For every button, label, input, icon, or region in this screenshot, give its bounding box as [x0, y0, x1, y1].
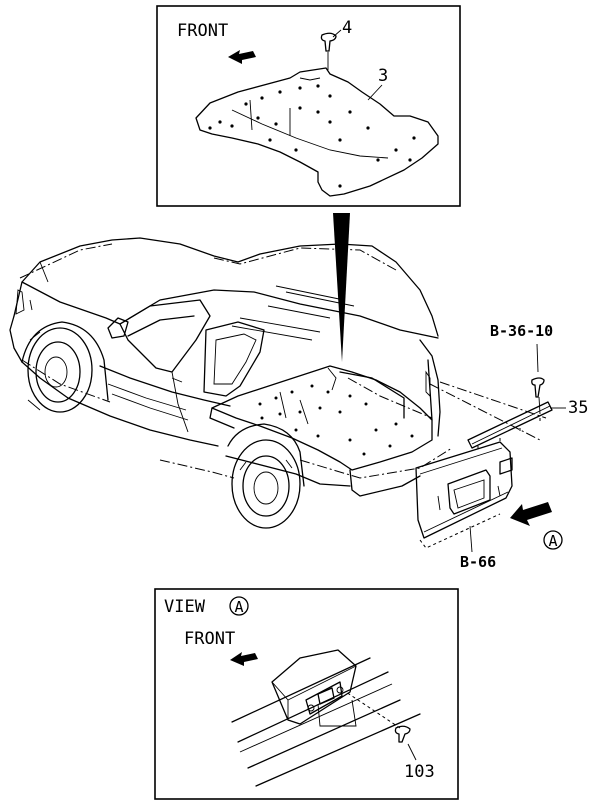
- view-label-marker: A: [234, 598, 243, 616]
- top-front-label: FRONT: [177, 21, 228, 41]
- top-inset: FRONT 4 3: [156, 5, 461, 207]
- floor-mat-part-3: [195, 67, 439, 197]
- callout-35: 35: [568, 398, 588, 418]
- callout-103: 103: [404, 762, 435, 782]
- lamp-housing: [271, 649, 357, 727]
- view-a-marker-circle: [543, 530, 563, 550]
- view-a-arrow-icon: [510, 502, 552, 526]
- top-front-arrow-icon: [228, 50, 256, 64]
- callout-3: 3: [378, 66, 388, 86]
- callout-B-36-10: B-36-10: [490, 322, 553, 340]
- view-label-marker-circle: [229, 596, 249, 616]
- clip-part-4: [320, 32, 337, 70]
- callout-4: 4: [342, 18, 352, 38]
- screw-103: [345, 691, 411, 743]
- bottom-inset: VIEW A FRONT 103: [154, 588, 459, 800]
- inset-pointer: [333, 213, 350, 362]
- screw-B-36-10: [531, 377, 545, 415]
- tailgate-trim-B-66: [415, 441, 513, 549]
- garnish-strip-35: [429, 381, 553, 452]
- bottom-front-arrow-icon: [230, 652, 258, 666]
- cargo-floor: [209, 365, 433, 471]
- vehicle-body: [9, 237, 453, 529]
- view-a-marker: A: [548, 532, 557, 550]
- view-label: VIEW: [164, 597, 206, 617]
- callout-B-66: B-66: [460, 553, 496, 571]
- bottom-front-label: FRONT: [184, 629, 235, 649]
